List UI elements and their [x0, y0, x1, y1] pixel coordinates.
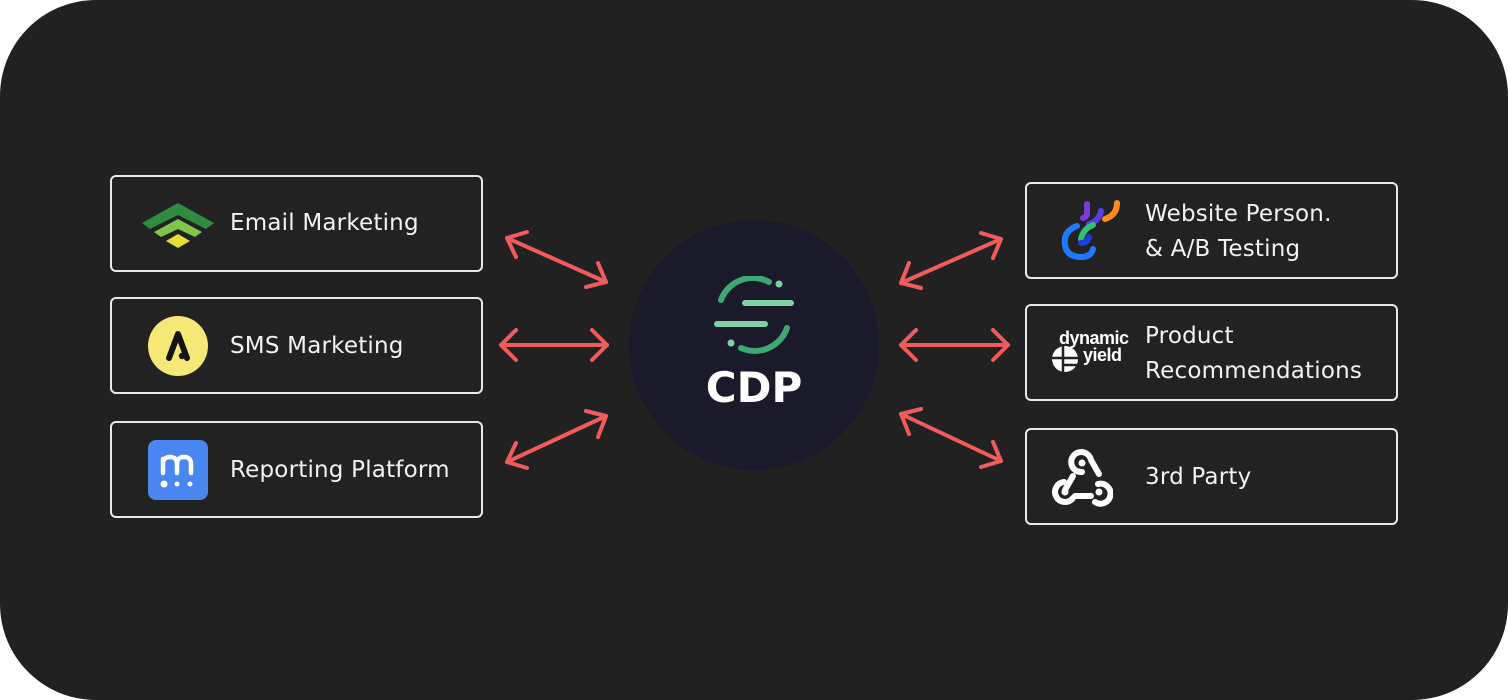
sms-marketing-label: SMS Marketing	[230, 333, 404, 359]
email-marketing-label: Email Marketing	[230, 210, 419, 236]
card-email-marketing[interactable]: Email Marketing	[110, 175, 483, 272]
segment-logo-icon	[714, 276, 794, 354]
website-personalization-line2: & A/B Testing	[1145, 236, 1301, 262]
arrow-email-to-cdp	[505, 230, 608, 289]
product-recommendations-line1: Product	[1145, 323, 1234, 349]
arrow-cdp-to-3rd-party	[899, 407, 1003, 469]
cdp-hub: CDP	[629, 220, 879, 470]
website-personalization-line1: Website Person.	[1145, 201, 1332, 227]
dynamic-yield-text-2: yield	[1083, 345, 1122, 365]
wifi-signal-logo-icon	[142, 203, 214, 248]
arrow-reporting-to-cdp	[505, 409, 608, 470]
dynamic-yield-logo-icon: dynamic yield	[1051, 328, 1141, 378]
metabase-logo-icon	[148, 440, 208, 500]
product-recommendations-line2: Recommendations	[1145, 358, 1363, 384]
dynamic-yield-text-1: dynamic	[1059, 328, 1129, 348]
card-sms-marketing[interactable]: SMS Marketing	[110, 297, 483, 394]
arrow-sms-to-cdp	[499, 328, 609, 362]
card-3rd-party[interactable]: 3rd Party	[1025, 428, 1398, 525]
reporting-platform-label: Reporting Platform	[230, 457, 450, 483]
dynamic-yield-mark	[1052, 346, 1078, 372]
attentive-logo-icon	[148, 316, 208, 376]
card-reporting-platform[interactable]: Reporting Platform	[110, 421, 483, 518]
card-product-recommendations[interactable]: dynamic yield Product Recommendations	[1025, 304, 1398, 401]
card-website-personalization[interactable]: Website Person. & A/B Testing	[1025, 182, 1398, 279]
arrow-cdp-to-website-personalization	[899, 231, 1003, 290]
optimizely-logo-icon	[1061, 200, 1120, 261]
arrow-cdp-to-product-recommendations	[899, 328, 1010, 362]
cdp-label: CDP	[705, 363, 803, 412]
webhook-icon	[1052, 449, 1113, 507]
3rd-party-label: 3rd Party	[1145, 464, 1252, 490]
